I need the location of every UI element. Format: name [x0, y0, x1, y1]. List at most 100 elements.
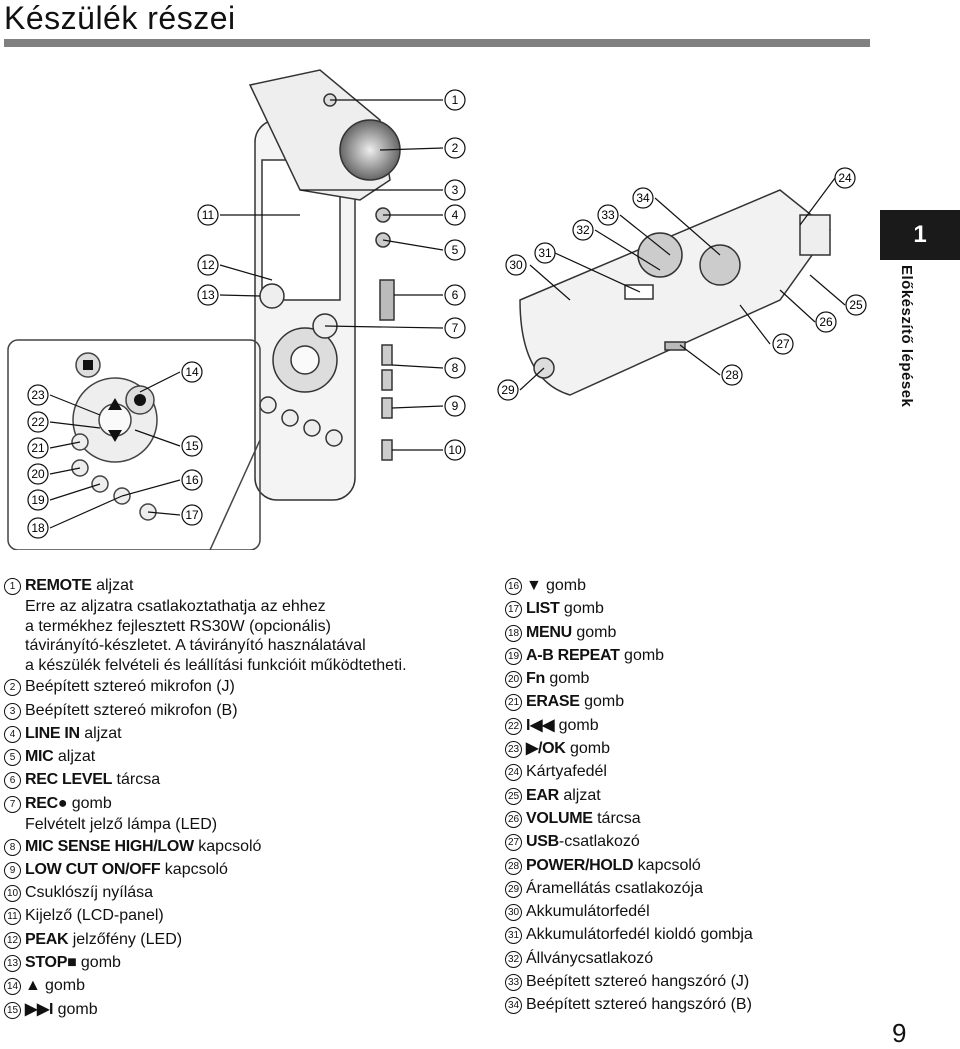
control-keyword: REC● [25, 794, 68, 812]
item-text: aljzat [79, 724, 122, 742]
callout-number: 11 [202, 208, 215, 222]
item-text: gomb [541, 577, 587, 594]
callout-number: 9 [4, 861, 21, 879]
item-text: aljzat [558, 786, 601, 804]
callout-number: 9 [452, 399, 459, 413]
callout-circle [444, 317, 466, 339]
item-text: Beépített sztereó hangszóró (B) [526, 996, 752, 1014]
item-text: tárcsa [592, 809, 641, 827]
item-text: -csatlakozó [558, 833, 640, 851]
callout-number: 19 [31, 493, 45, 507]
callout-number: 5 [452, 243, 459, 257]
callout-circle [181, 469, 203, 491]
item-text: Beépített sztereó hangszóró (J) [526, 973, 750, 991]
callout-number: 23 [505, 741, 522, 759]
callout-circle [834, 167, 856, 189]
item-text: Beépített sztereó mikrofon (J) [25, 678, 235, 696]
callout-number: 21 [31, 441, 45, 455]
callout-number: 27 [776, 337, 790, 351]
callout-circle [444, 439, 466, 461]
callout-number: 15 [4, 1001, 21, 1019]
callout-circle [534, 242, 556, 264]
callout-circle [181, 435, 203, 457]
callout-number: 3 [4, 702, 21, 720]
item-text: gomb [544, 670, 590, 688]
device-back [519, 189, 832, 396]
control-keyword: MIC SENSE HIGH/LOW [25, 837, 194, 855]
control-keyword: USB [526, 833, 559, 851]
item-text: gomb [559, 600, 604, 618]
control-keyword: ▶/OK [526, 740, 566, 758]
item-text: távirányító-készletet. A távirányító has… [25, 637, 366, 655]
callout-circle [444, 357, 466, 379]
item-text: Kijelző (LCD-panel) [25, 907, 164, 925]
callout-circle [27, 517, 49, 539]
callout-circle [815, 311, 837, 333]
callout-circle [181, 504, 203, 526]
device-diagram: 1234567891011121314151617181920212223242… [7, 69, 867, 550]
chapter-tab: 1 [880, 210, 960, 260]
callout-circle [444, 284, 466, 306]
callout-number: 7 [4, 795, 21, 813]
control-keyword: LIST [526, 600, 560, 618]
callout-number: 34 [505, 997, 522, 1015]
rec-description: Felvételt jelző lámpa (LED) [25, 816, 218, 834]
control-keyword: ERASE [526, 693, 580, 711]
callout-number: 22 [31, 415, 45, 429]
stop-icon [83, 360, 93, 370]
item-text: tárcsa [112, 771, 161, 789]
callout-number: 29 [505, 880, 522, 898]
control-keyword: PEAK [25, 930, 69, 948]
callout-circle [444, 239, 466, 261]
item-text: gomb [40, 977, 86, 995]
callout-circle [772, 333, 794, 355]
callout-number: 11 [4, 908, 21, 926]
callout-number: 27 [505, 834, 522, 852]
control-keyword: POWER/HOLD [526, 856, 634, 874]
callout-number: 17 [505, 601, 522, 619]
device-front [248, 69, 401, 501]
remote-description: Erre az aljzatra csatlakoztathatja az eh… [4, 597, 407, 675]
callout-circle [444, 204, 466, 226]
item-text: aljzat [53, 748, 96, 766]
callout-number: 1 [4, 578, 21, 595]
callout-number: 33 [505, 974, 522, 992]
control-keyword: LINE IN [25, 724, 80, 742]
item-text: a termékhez fejlesztett RS30W (opcionáli… [25, 617, 331, 635]
callout-number: 31 [538, 246, 552, 260]
callout-number: 7 [452, 321, 459, 335]
item-text: gomb [53, 1000, 98, 1018]
callout-circle [497, 379, 519, 401]
list-item: 14▲ gomb [4, 974, 407, 997]
callout-number: 14 [185, 365, 199, 379]
callout-number: 14 [4, 978, 21, 996]
item-text: Beépített sztereó mikrofon (B) [25, 701, 238, 719]
callout-number: 28 [505, 857, 522, 875]
page-number: 9 [892, 1018, 907, 1048]
control-keyword: VOLUME [526, 809, 593, 827]
list-item: 23▶/OK gomb [505, 737, 753, 760]
callout-number: 30 [505, 904, 522, 922]
callout-number: 33 [601, 208, 615, 222]
item-text: Akkumulátorfedél [526, 903, 650, 921]
